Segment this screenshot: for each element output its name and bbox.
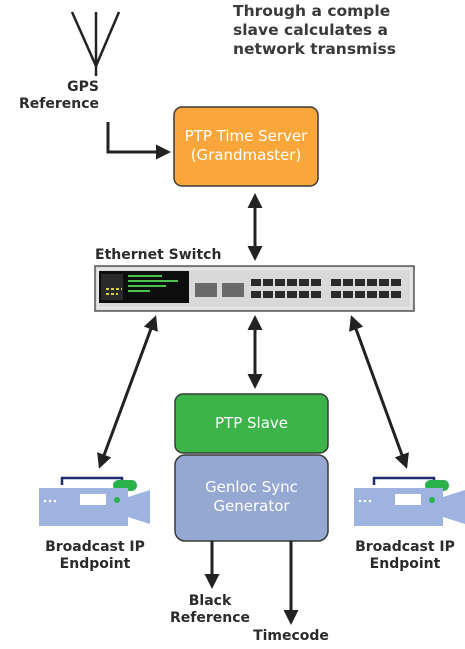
intro-line: slave calculates a [233, 21, 388, 39]
intro-line: Through a comple [233, 2, 391, 20]
ptp-time-server-box [173, 106, 319, 187]
broadcast-endpoint-right-label: Broadcast IP Endpoint [355, 539, 455, 572]
link-switch-left-endpoint [97, 315, 158, 469]
broadcast-camera-icon [39, 476, 150, 526]
ptp-time-server-label: PTP Time Server (Grandmaster) [184, 127, 308, 164]
intro-paragraph: Through a comple slave calculates a netw… [233, 2, 396, 59]
black-reference-label: Black Reference [169, 593, 251, 626]
broadcast-camera-icon [354, 476, 465, 526]
network-switch-icon [94, 265, 415, 312]
link-switch-right-endpoint [349, 315, 409, 469]
gps-reference-label: GPS Reference [18, 79, 99, 112]
ptp-slave-label: PTP Slave [214, 414, 288, 432]
ethernet-switch-label: Ethernet Switch [95, 247, 222, 263]
ptp-slave-box [174, 393, 329, 454]
gps-cable [106, 122, 171, 160]
broadcast-endpoint-left-label: Broadcast IP Endpoint [45, 539, 145, 572]
timecode-label: Timecode [253, 628, 329, 644]
genloc-sync-generator-label: Genloc Sync Generator [205, 478, 298, 515]
intro-line: network transmiss [233, 40, 396, 58]
antenna-icon [70, 11, 121, 76]
genloc-sync-generator-box [174, 454, 329, 542]
